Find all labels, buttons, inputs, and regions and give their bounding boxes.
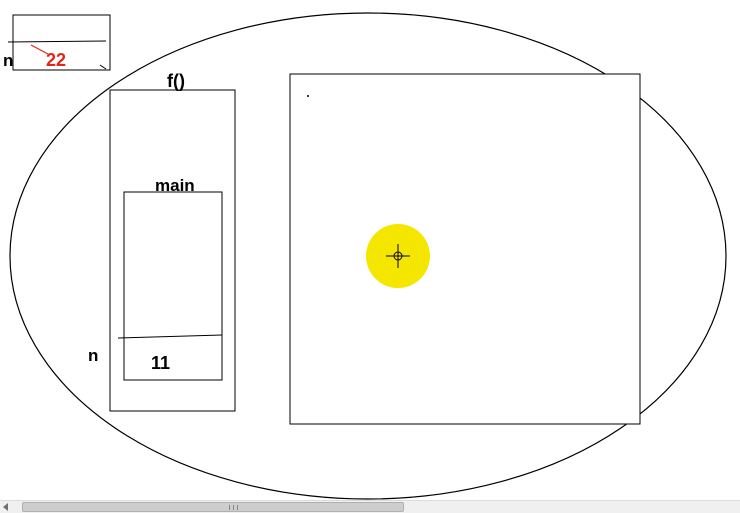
frame-label-main: main [155,176,195,195]
variable-name-n-top: n [3,51,14,70]
variable-value-22: 22 [46,50,67,70]
large-box [289,73,641,425]
crosshair-cursor-icon [366,224,430,288]
main-frame-divider [117,334,223,339]
stack-frame-main [123,191,223,381]
scrollbar-thumb[interactable] [22,502,404,512]
horizontal-scrollbar[interactable] [0,500,740,513]
variable-value-11: 11 [151,353,171,373]
frame-label-f: f() [167,71,185,91]
red-arrow-stroke [30,44,49,55]
variable-box-top [12,14,111,71]
top-box-divider [7,40,107,43]
stray-dot [307,95,309,97]
variable-name-n-bottom: n [88,346,99,365]
diagram-canvas [7,12,727,500]
grip-icon [229,505,238,510]
top-box-tick [99,64,107,70]
scroll-left-arrow-icon[interactable] [3,503,8,511]
